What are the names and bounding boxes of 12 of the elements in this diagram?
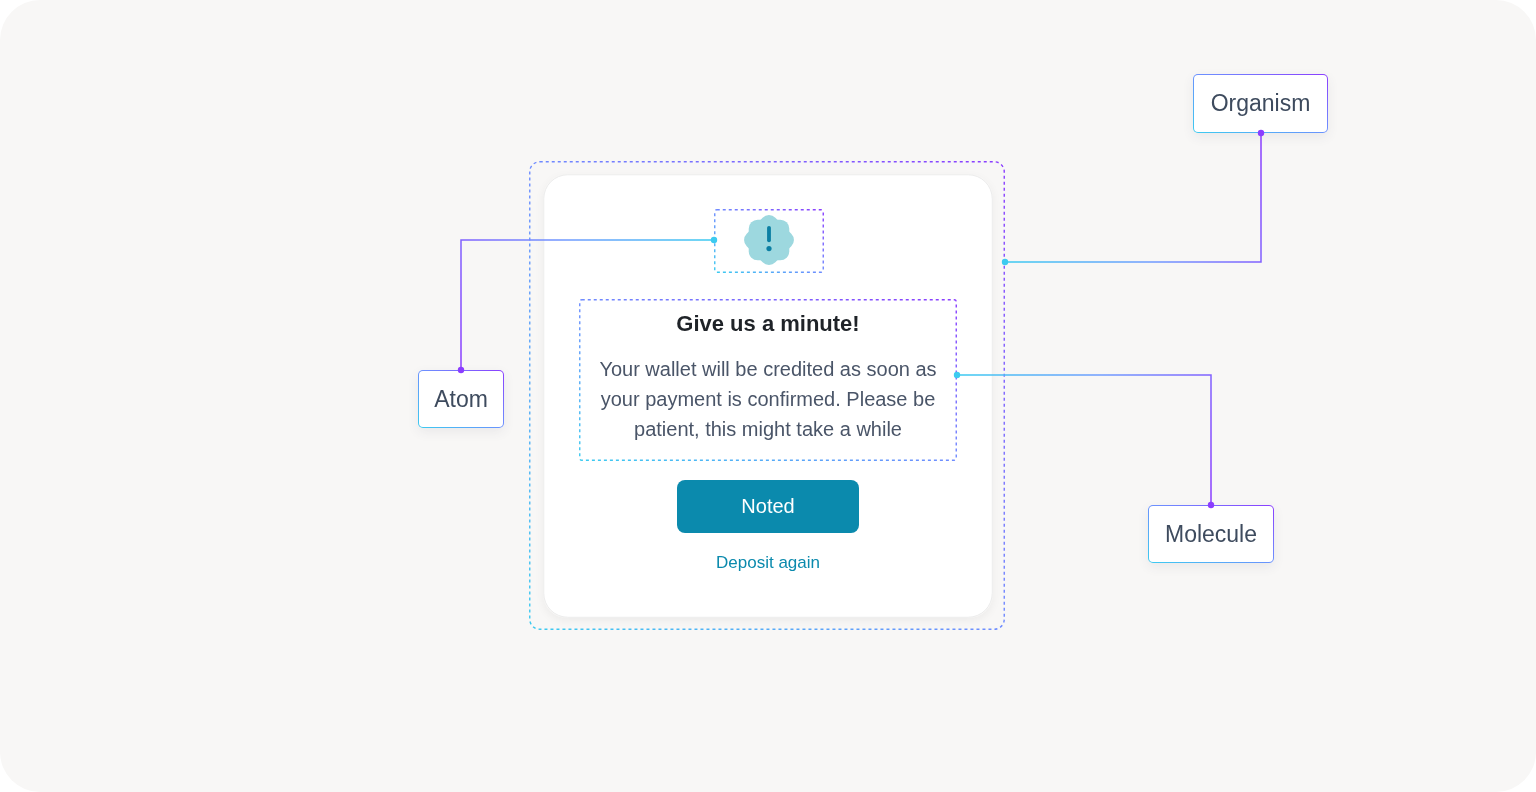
dashed-frame — [714, 209, 824, 273]
dashed-frame — [579, 299, 957, 461]
primary-button: Noted — [677, 480, 859, 533]
callout-label: Organism — [1193, 74, 1328, 133]
leader-line — [953, 371, 1215, 509]
leader-line — [1001, 129, 1265, 266]
callout-label: Molecule — [1148, 505, 1274, 563]
dialog-message: Your wallet will be credited as soon as your payment is confirmed. Please be patient, this might take a while — [598, 357, 938, 442]
dialog-title: Give us a minute! — [675, 310, 861, 338]
leader-line — [457, 236, 718, 374]
callout-label: Atom — [418, 370, 504, 428]
text-link: Deposit again — [716, 553, 820, 573]
